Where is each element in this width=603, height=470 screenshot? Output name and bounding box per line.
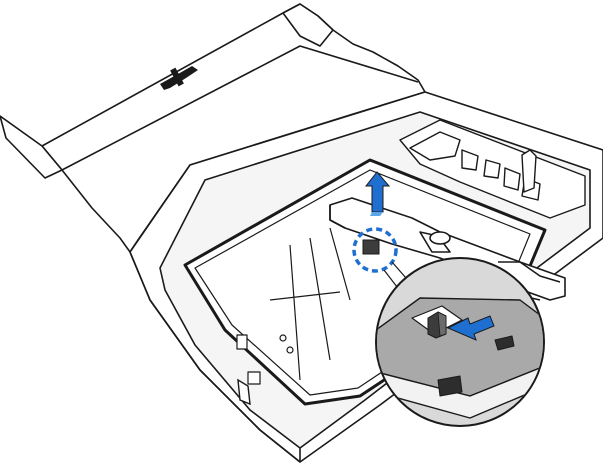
inset-detail: [375, 257, 545, 427]
box-lid: [0, 3, 426, 253]
highlight-circle-icon: [352, 227, 398, 273]
push-arrow-icon: [446, 315, 495, 341]
box-side-handle: [237, 378, 251, 406]
lift-up-arrow-icon: [364, 171, 391, 216]
monitor-panel: [183, 158, 547, 406]
foam-insert: [399, 119, 586, 219]
lid-handle-slot: [160, 66, 198, 90]
